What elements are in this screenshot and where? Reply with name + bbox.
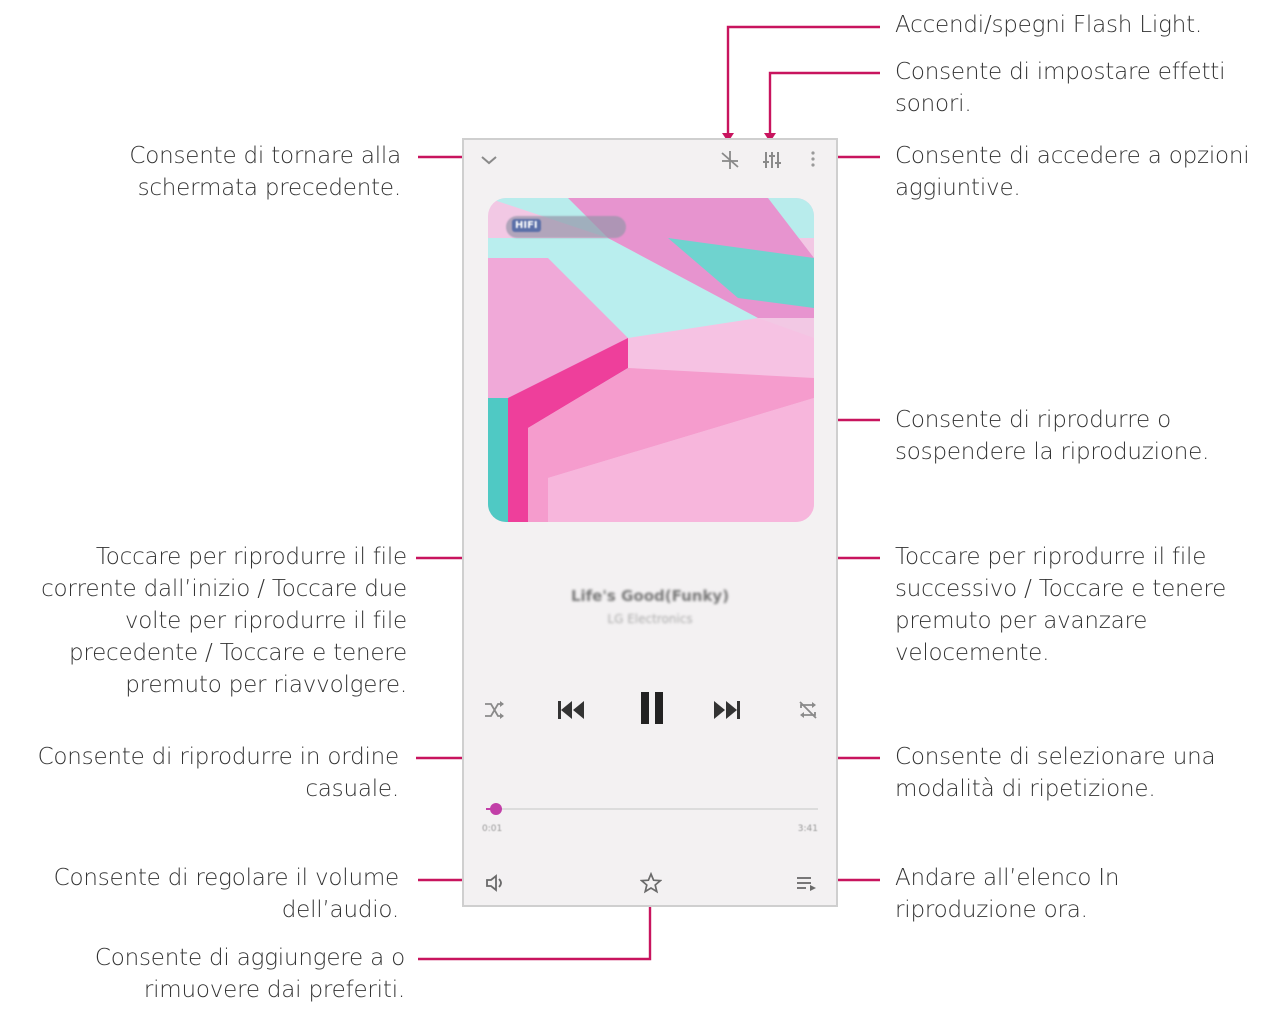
- progress-track[interactable]: [486, 803, 818, 815]
- album-art: HIFI: [488, 198, 814, 522]
- label-favorites-line-2: rimuovere dai preferiti.: [143, 977, 405, 1003]
- label-next: Toccare per riprodurre il file successiv…: [895, 541, 1226, 669]
- label-now-playing-line-1: Andare all’elenco In: [895, 865, 1120, 891]
- flash-light-icon[interactable]: [718, 150, 742, 173]
- label-next-line-1: Toccare per riprodurre il file: [895, 544, 1207, 570]
- label-flash: Accendi/spegni Flash Light.: [895, 9, 1202, 41]
- label-back: Consente di tornare alla schermata prece…: [129, 140, 401, 204]
- playlist-icon[interactable]: [794, 874, 818, 895]
- label-repeat-line-2: modalità di ripetizione.: [895, 776, 1156, 802]
- label-shuffle: Consente di riprodurre in ordine casuale…: [37, 741, 400, 805]
- label-previous-line-2: corrente dall’inizio / Toccare due: [41, 576, 407, 602]
- label-sound-effects: Consente di impostare effetti sonori.: [895, 56, 1225, 120]
- label-sound-effects-line-1: Consente di impostare effetti: [895, 59, 1226, 85]
- label-volume-line-2: dell’audio.: [281, 897, 399, 923]
- back-chevron-icon[interactable]: [478, 150, 500, 170]
- label-play-pause-line-2: sospendere la riproduzione.: [895, 439, 1210, 465]
- label-options-line-1: Consente di accedere a opzioni: [895, 143, 1250, 169]
- equalizer-icon[interactable]: [760, 150, 784, 173]
- label-now-playing: Andare all’elenco In riproduzione ora.: [895, 862, 1119, 926]
- label-options: Consente di accedere a opzioni aggiuntiv…: [895, 140, 1250, 204]
- label-sound-effects-line-2: sonori.: [895, 91, 972, 117]
- music-player-screen: HIFI Life's Good(Funky) LG Electronics 0…: [462, 138, 838, 907]
- hifi-badge: HIFI: [506, 216, 626, 238]
- label-previous-line-1: Toccare per riprodurre il file: [95, 544, 407, 570]
- time-total: 3:41: [797, 824, 818, 834]
- next-icon[interactable]: [710, 698, 744, 725]
- label-previous-line-3: volte per riprodurre il file: [124, 608, 407, 634]
- label-flash-line-1: Accendi/spegni Flash Light.: [895, 12, 1202, 38]
- song-title: Life's Good(Funky): [570, 587, 730, 605]
- label-volume: Consente di regolare il volume dell’audi…: [53, 862, 400, 926]
- volume-icon[interactable]: [484, 874, 508, 895]
- label-next-line-2: successivo / Toccare e tenere: [895, 576, 1227, 602]
- label-back-line-2: schermata precedente.: [137, 175, 402, 201]
- label-next-line-3: premuto per avanzare: [895, 608, 1148, 634]
- label-previous-line-4: precedente / Toccare e tenere: [68, 640, 407, 666]
- label-favorites: Consente di aggiungere a o rimuovere dai…: [95, 942, 405, 1006]
- label-repeat: Consente di selezionare una modalità di …: [895, 741, 1216, 805]
- favorite-star-icon[interactable]: [638, 871, 664, 897]
- label-play-pause: Consente di riprodurre o sospendere la r…: [895, 404, 1209, 468]
- label-repeat-line-1: Consente di selezionare una: [895, 744, 1216, 770]
- label-previous: Toccare per riprodurre il file corrente …: [41, 541, 407, 701]
- label-back-line-1: Consente di tornare alla: [129, 143, 401, 169]
- label-previous-line-5: premuto per riavvolgere.: [125, 672, 407, 698]
- label-shuffle-line-2: casuale.: [305, 776, 399, 802]
- previous-icon[interactable]: [554, 698, 588, 725]
- more-options-icon[interactable]: [806, 150, 820, 171]
- album-art-graphic: [488, 198, 814, 522]
- pause-icon[interactable]: [632, 690, 672, 729]
- repeat-icon[interactable]: [796, 700, 820, 723]
- label-options-line-2: aggiuntive.: [895, 175, 1021, 201]
- shuffle-icon[interactable]: [482, 700, 506, 723]
- label-favorites-line-1: Consente di aggiungere a o: [94, 945, 405, 971]
- hifi-badge-label: HIFI: [512, 219, 541, 232]
- label-next-line-4: velocemente.: [895, 640, 1050, 666]
- label-shuffle-line-1: Consente di riprodurre in ordine: [37, 744, 400, 770]
- label-play-pause-line-1: Consente di riprodurre o: [895, 407, 1171, 433]
- progress-thumb[interactable]: [489, 803, 502, 815]
- label-now-playing-line-2: riproduzione ora.: [895, 897, 1088, 923]
- label-volume-line-1: Consente di regolare il volume: [53, 865, 400, 891]
- time-elapsed: 0:01: [482, 824, 503, 834]
- artist-name: LG Electronics: [607, 612, 693, 626]
